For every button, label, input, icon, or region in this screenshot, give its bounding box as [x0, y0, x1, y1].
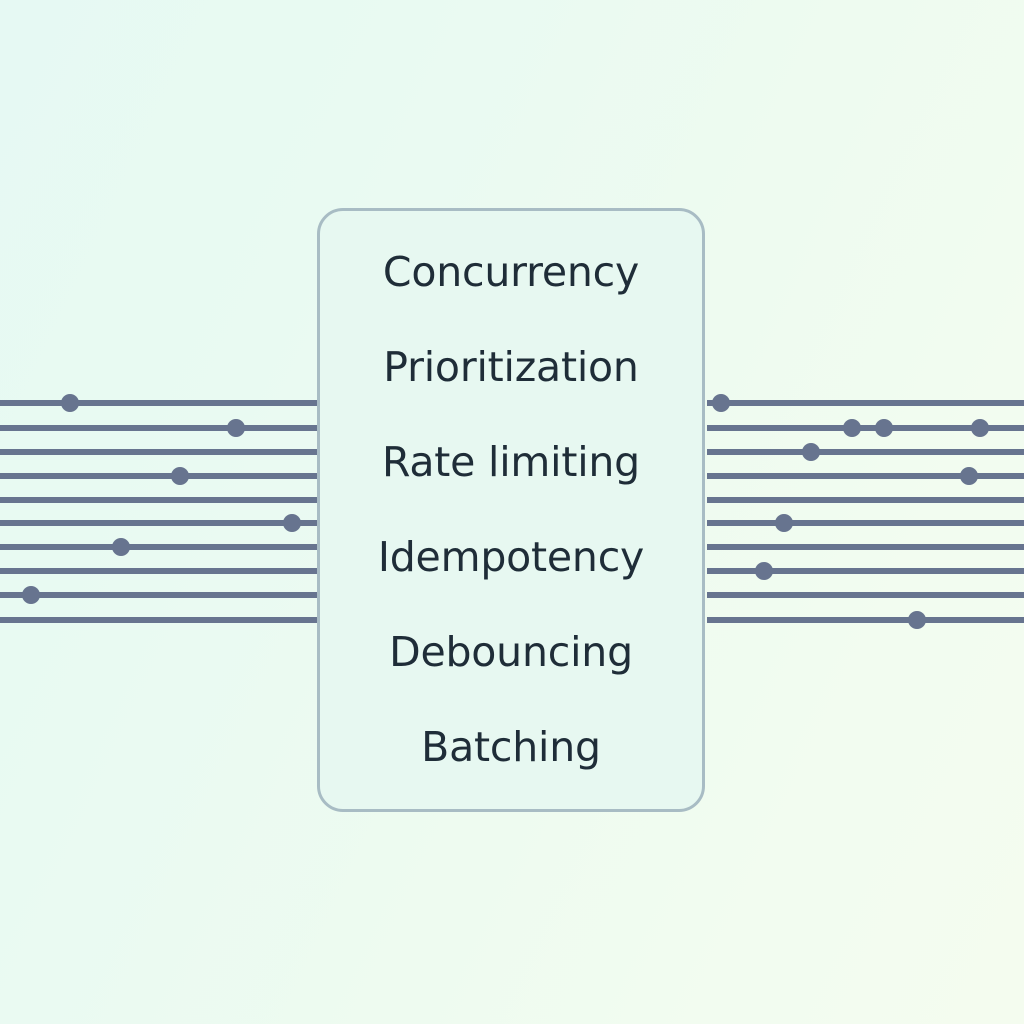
pipeline-dot-right-1-1	[712, 394, 730, 412]
concept-item-batching: Batching	[421, 723, 601, 771]
pipeline-dot-left-9-1	[22, 586, 40, 604]
pipeline-rail-left-2	[0, 425, 317, 431]
concept-list: Concurrency Prioritization Rate limiting…	[320, 211, 702, 809]
pipeline-rail-right-8	[707, 568, 1024, 574]
pipeline-dot-left-2-1	[227, 419, 245, 437]
pipeline-rail-left-4	[0, 473, 317, 479]
pipeline-dot-right-10-1	[908, 611, 926, 629]
pipeline-rail-right-7	[707, 544, 1024, 550]
pipeline-rail-left-8	[0, 568, 317, 574]
pipeline-rail-left-1	[0, 400, 317, 406]
concept-item-concurrency: Concurrency	[382, 248, 640, 296]
concept-item-prioritization: Prioritization	[383, 343, 639, 391]
pipeline-rail-left-3	[0, 449, 317, 455]
pipeline-rail-right-4	[707, 473, 1024, 479]
pipeline-dot-right-2-2	[875, 419, 893, 437]
pipeline-dot-right-2-3	[971, 419, 989, 437]
pipeline-dot-left-1-1	[61, 394, 79, 412]
pipeline-rail-right-6	[707, 520, 1024, 526]
pipeline-rail-right-9	[707, 592, 1024, 598]
concepts-card: Concurrency Prioritization Rate limiting…	[317, 208, 705, 812]
pipeline-rail-right-3	[707, 449, 1024, 455]
pipeline-rail-left-6	[0, 520, 317, 526]
pipeline-dot-right-6-1	[775, 514, 793, 532]
concept-item-idempotency: Idempotency	[377, 533, 645, 581]
pipeline-dot-right-4-1	[960, 467, 978, 485]
pipeline-rail-right-2	[707, 425, 1024, 431]
pipeline-rail-right-10	[707, 617, 1024, 623]
pipeline-dot-right-2-1	[843, 419, 861, 437]
pipeline-rail-left-7	[0, 544, 317, 550]
pipeline-rail-left-10	[0, 617, 317, 623]
pipeline-dot-right-8-1	[755, 562, 773, 580]
pipeline-dot-left-4-1	[171, 467, 189, 485]
pipeline-dot-left-6-1	[283, 514, 301, 532]
pipeline-rail-left-9	[0, 592, 317, 598]
pipeline-dot-left-7-1	[112, 538, 130, 556]
pipeline-dot-right-3-1	[802, 443, 820, 461]
pipeline-rail-right-1	[707, 400, 1024, 406]
pipeline-rail-left-5	[0, 497, 317, 503]
pipeline-rail-right-5	[707, 497, 1024, 503]
concept-item-rate-limiting: Rate limiting	[381, 438, 641, 486]
concept-item-debouncing: Debouncing	[389, 628, 633, 676]
